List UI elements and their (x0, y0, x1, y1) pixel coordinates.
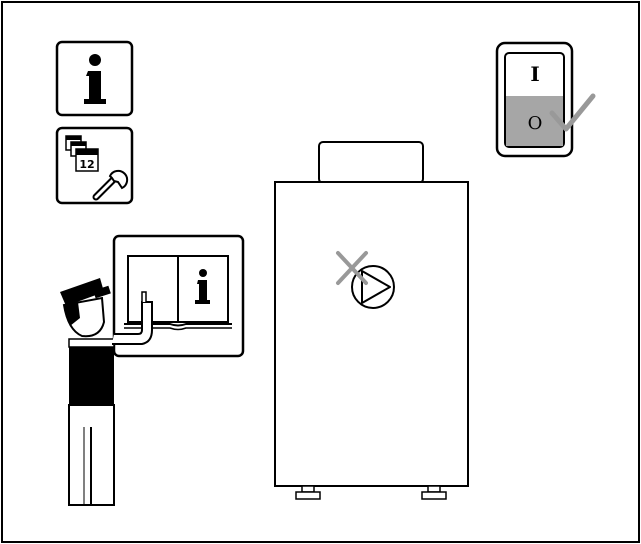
calendar-number: 12 (79, 158, 94, 171)
power-switch-icon: I O (495, 41, 574, 158)
calendar-wrench-icon: 12 (55, 126, 134, 205)
info-icon (55, 40, 134, 117)
cross-icon (336, 251, 368, 285)
boiler-unit (274, 141, 469, 500)
switch-on-label: I (530, 62, 539, 86)
checkmark-icon (549, 93, 596, 132)
technician-figure (60, 278, 153, 506)
switch-off-half (506, 96, 563, 146)
manual-book-icon (112, 234, 245, 358)
wrench-icon (92, 169, 129, 201)
switch-off-label: O (528, 113, 543, 134)
